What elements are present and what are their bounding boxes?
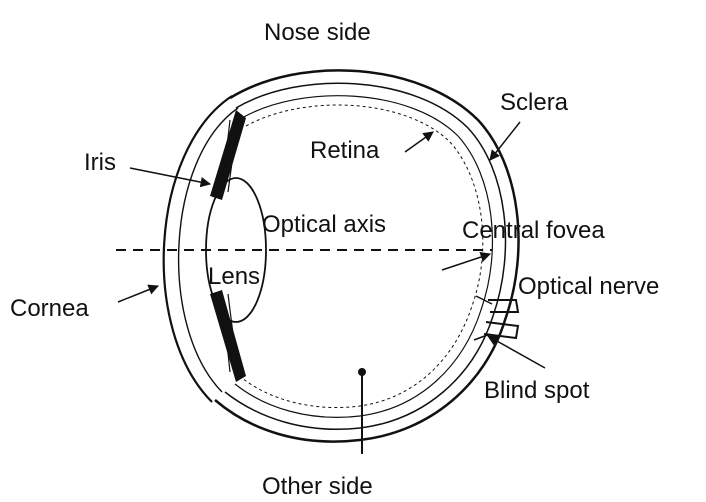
central-fovea-arrow (442, 254, 490, 270)
iris (210, 110, 246, 382)
other-side-label: Other side (262, 473, 373, 500)
sclera-outer-wall (215, 70, 519, 441)
nose-side-label: Nose side (264, 19, 371, 46)
optical-axis-label: Optical axis (262, 211, 386, 238)
cornea-arrow (118, 286, 158, 302)
iris-upper (210, 110, 246, 200)
retina-arrow (405, 132, 433, 152)
iris-label: Iris (84, 149, 116, 176)
optic-nerve-upper (488, 300, 518, 312)
other-side-dot (358, 368, 366, 376)
blind-spot-label: Blind spot (484, 377, 590, 404)
blind-spot-arrow (488, 336, 545, 368)
iris-arrow (130, 168, 210, 184)
retina-label: Retina (310, 137, 380, 164)
cornea-label: Cornea (10, 295, 89, 322)
central-fovea-label: Central fovea (462, 217, 605, 244)
eyeball (215, 70, 519, 441)
sclera-inner-wall (225, 83, 505, 429)
lens-label: Lens (208, 263, 260, 290)
sclera-label: Sclera (500, 89, 569, 116)
optical-nerve-label: Optical nerve (518, 273, 659, 300)
